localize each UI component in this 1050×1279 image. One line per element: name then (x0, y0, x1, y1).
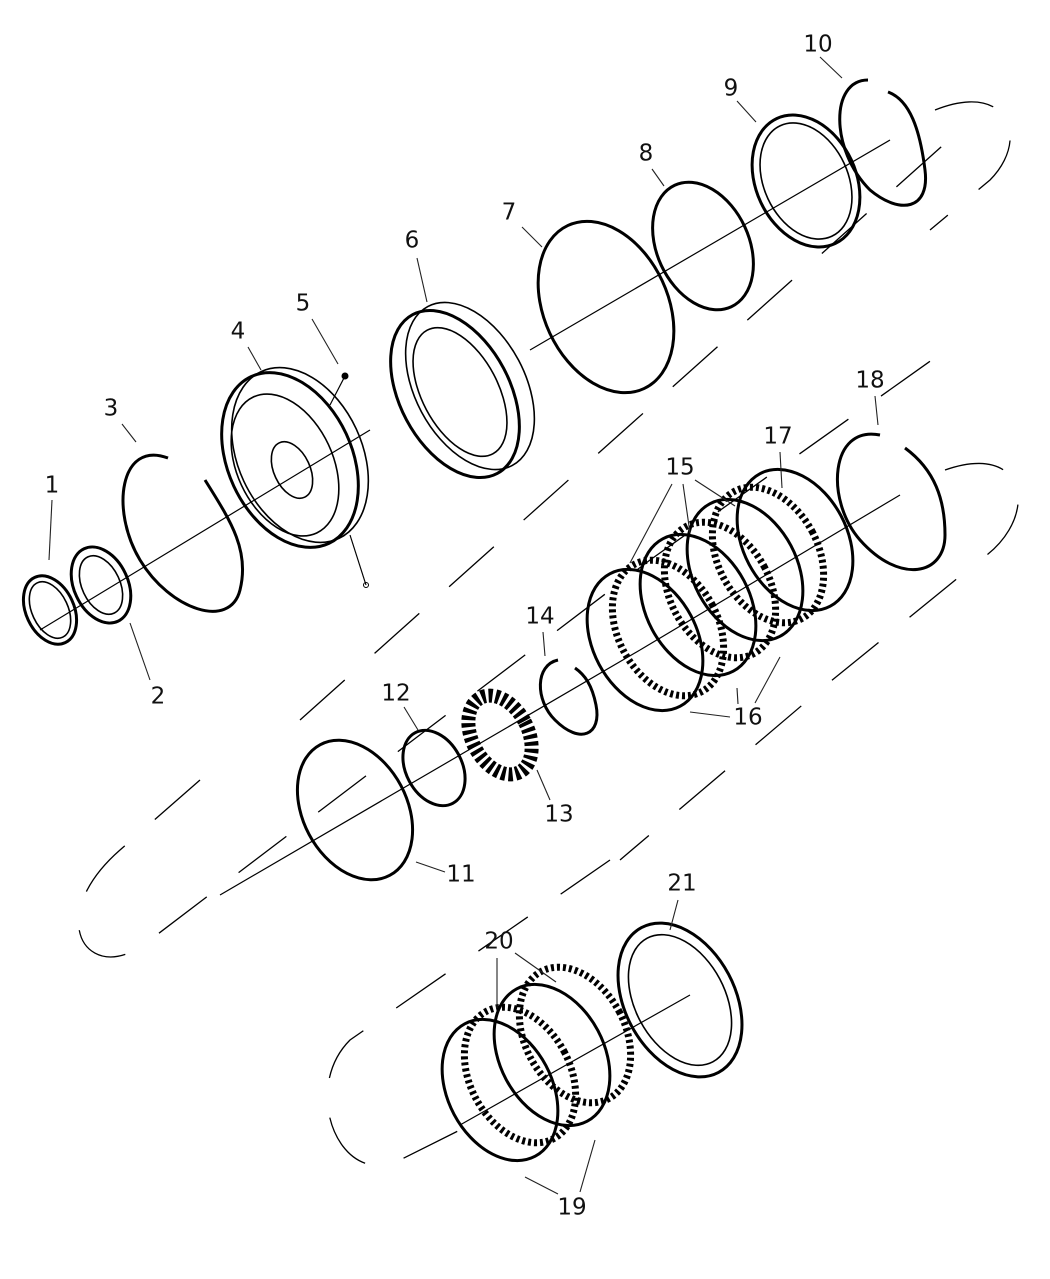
part-11-seal-ring (295, 738, 415, 882)
callout-8: 8 (638, 140, 654, 167)
callout-1: 1 (44, 472, 60, 499)
part-14-snap-ring (538, 658, 599, 736)
callout-5: 5 (295, 290, 311, 317)
callout-3: 3 (103, 395, 119, 422)
part-5-check-ball (329, 372, 369, 588)
callout-21: 21 (667, 870, 697, 897)
part-3-snap-ring (121, 453, 245, 613)
part-4-piston-housing (220, 366, 370, 549)
callout-10: 10 (803, 31, 833, 58)
part-21-pressure-plate (616, 921, 744, 1079)
callout-19: 19 (557, 1194, 587, 1221)
callout-15: 15 (665, 454, 695, 481)
callout-17: 17 (763, 423, 793, 450)
part-6-piston (389, 301, 536, 480)
callout-16: 16 (733, 704, 763, 731)
assembly-guide-lines (77, 101, 1019, 1167)
part-9-seal-ring (750, 113, 862, 249)
callout-4: 4 (230, 318, 246, 345)
callout-18: 18 (855, 367, 885, 394)
part-12-seal-ring (401, 728, 467, 808)
part-7-seal-ring (536, 219, 676, 395)
callout-7: 7 (501, 199, 517, 226)
part-8-seal-ring (651, 180, 755, 312)
leader-lines (48, 56, 879, 1195)
callout-20: 20 (484, 928, 514, 955)
callout-12: 12 (381, 680, 411, 707)
part-2-thrust-washer (69, 545, 133, 625)
callout-13: 13 (544, 801, 574, 828)
callout-9: 9 (723, 75, 739, 102)
callout-11: 11 (446, 861, 476, 888)
callout-6: 6 (404, 227, 420, 254)
part-13-bearing (461, 688, 539, 782)
callout-14: 14 (525, 603, 555, 630)
part-1-thrust-washer (21, 574, 79, 646)
part-18-snap-ring (835, 432, 947, 572)
part-10-snap-ring (838, 78, 928, 207)
callout-2: 2 (150, 683, 166, 710)
clutch-pack-15-16-17 (585, 467, 855, 713)
